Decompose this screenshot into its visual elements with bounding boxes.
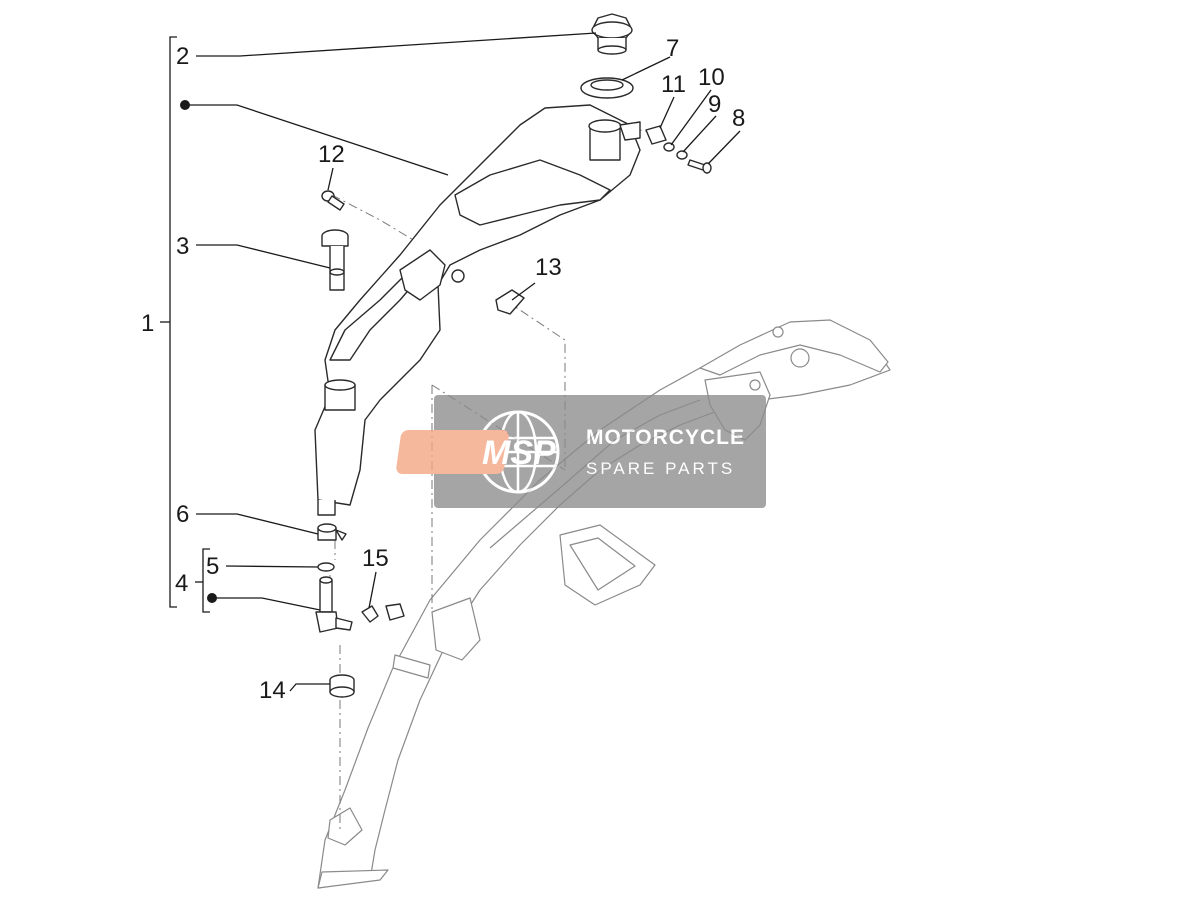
callout-labels: 1 2 3 4 5 6 7 8 9 10 11 12 13 14 15	[141, 35, 745, 704]
callout-5: 5	[206, 553, 219, 580]
watermark: MSP MOTORCYCLE SPARE PARTS	[396, 395, 766, 508]
callout-9: 9	[708, 91, 721, 118]
part-14-grommet	[329, 674, 355, 698]
callout-1: 1	[141, 310, 154, 337]
part-8-screw	[687, 159, 712, 174]
callout-7: 7	[666, 35, 679, 62]
callout-2: 2	[176, 43, 189, 70]
callout-13: 13	[535, 254, 562, 281]
part-2-fuel-cap	[591, 13, 633, 55]
part-12-bolt	[321, 190, 345, 211]
part-15-hose	[361, 603, 405, 623]
callout-3: 3	[176, 233, 189, 260]
bullet-tank	[180, 100, 190, 110]
part-3-float	[321, 229, 349, 291]
part-5-o-ring	[317, 562, 335, 572]
part-4-fuel-tap	[315, 576, 353, 633]
callout-6: 6	[176, 501, 189, 528]
callout-10: 10	[698, 64, 725, 91]
part-7-gasket	[580, 77, 634, 99]
callout-8: 8	[732, 105, 745, 132]
callout-15: 15	[362, 545, 389, 572]
callout-4: 4	[175, 570, 188, 597]
watermark-badge	[396, 430, 509, 474]
leader-lines	[160, 32, 741, 692]
part-11-clip	[645, 125, 667, 145]
part-6-hose-clamp	[317, 523, 347, 541]
callout-14: 14	[259, 677, 286, 704]
part-10-washer	[663, 142, 675, 152]
bullet-fuel-tap	[207, 593, 217, 603]
fuel-tank	[314, 104, 641, 516]
part-9-washer	[676, 150, 688, 160]
watermark-subtitle: SPARE PARTS	[586, 459, 735, 478]
watermark-title: MOTORCYCLE	[586, 426, 745, 449]
callout-12: 12	[318, 141, 345, 168]
watermark-logo-text: MSP	[482, 434, 556, 472]
callout-11: 11	[661, 71, 686, 98]
